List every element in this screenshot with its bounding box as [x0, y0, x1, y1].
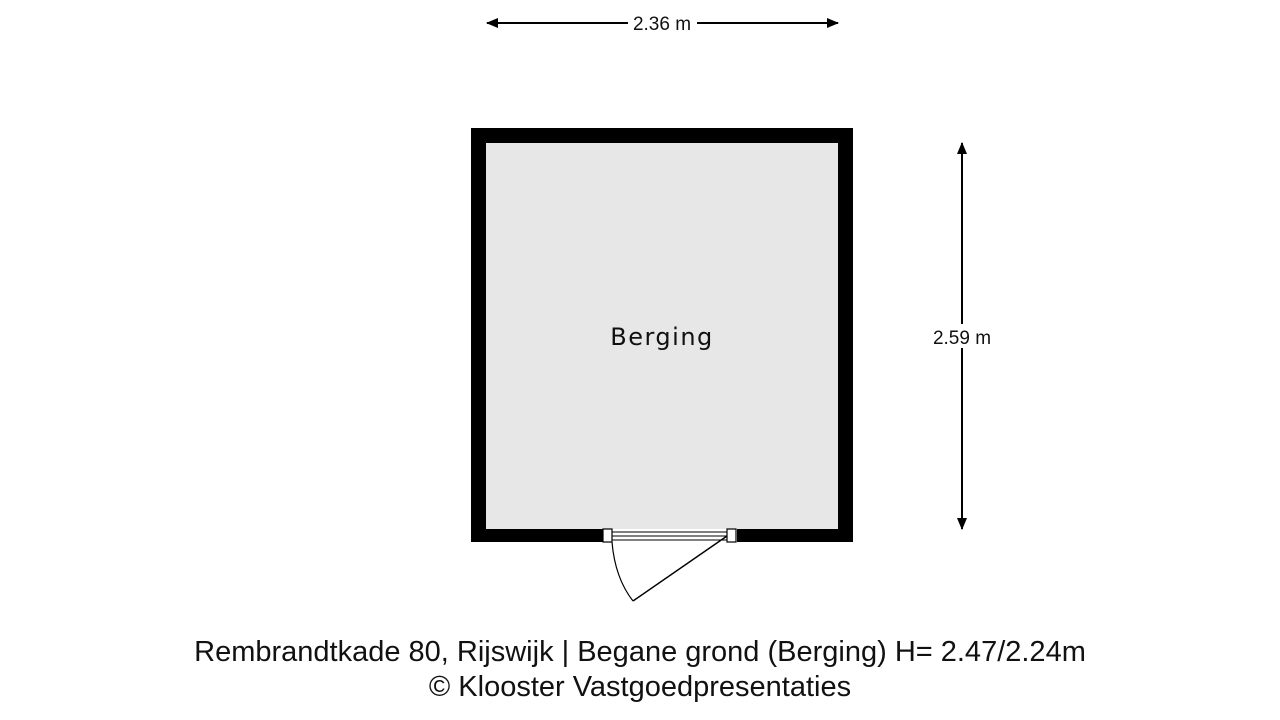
door-leaf: [632, 535, 728, 602]
width-dimension: 2.36 m: [486, 14, 839, 35]
height-dimension-label-bg: [934, 326, 990, 346]
width-dimension-label: 2.36 m: [633, 14, 691, 35]
room-berging: Berging: [471, 128, 853, 542]
door-jamb-right: [726, 528, 737, 543]
door-swing-arc: [611, 541, 634, 602]
caption-address: Rembrandtkade 80, Rijswijk | Begane gron…: [194, 636, 1086, 668]
door-jamb-left: [602, 528, 613, 543]
height-dimension-label: 2.59 m: [933, 328, 991, 349]
caption-copyright: © Klooster Vastgoedpresentaties: [428, 671, 852, 703]
height-dimension: 2.59 m: [933, 142, 991, 530]
room-label: Berging: [610, 323, 714, 351]
door: [602, 528, 737, 602]
room-floor: [486, 143, 838, 529]
